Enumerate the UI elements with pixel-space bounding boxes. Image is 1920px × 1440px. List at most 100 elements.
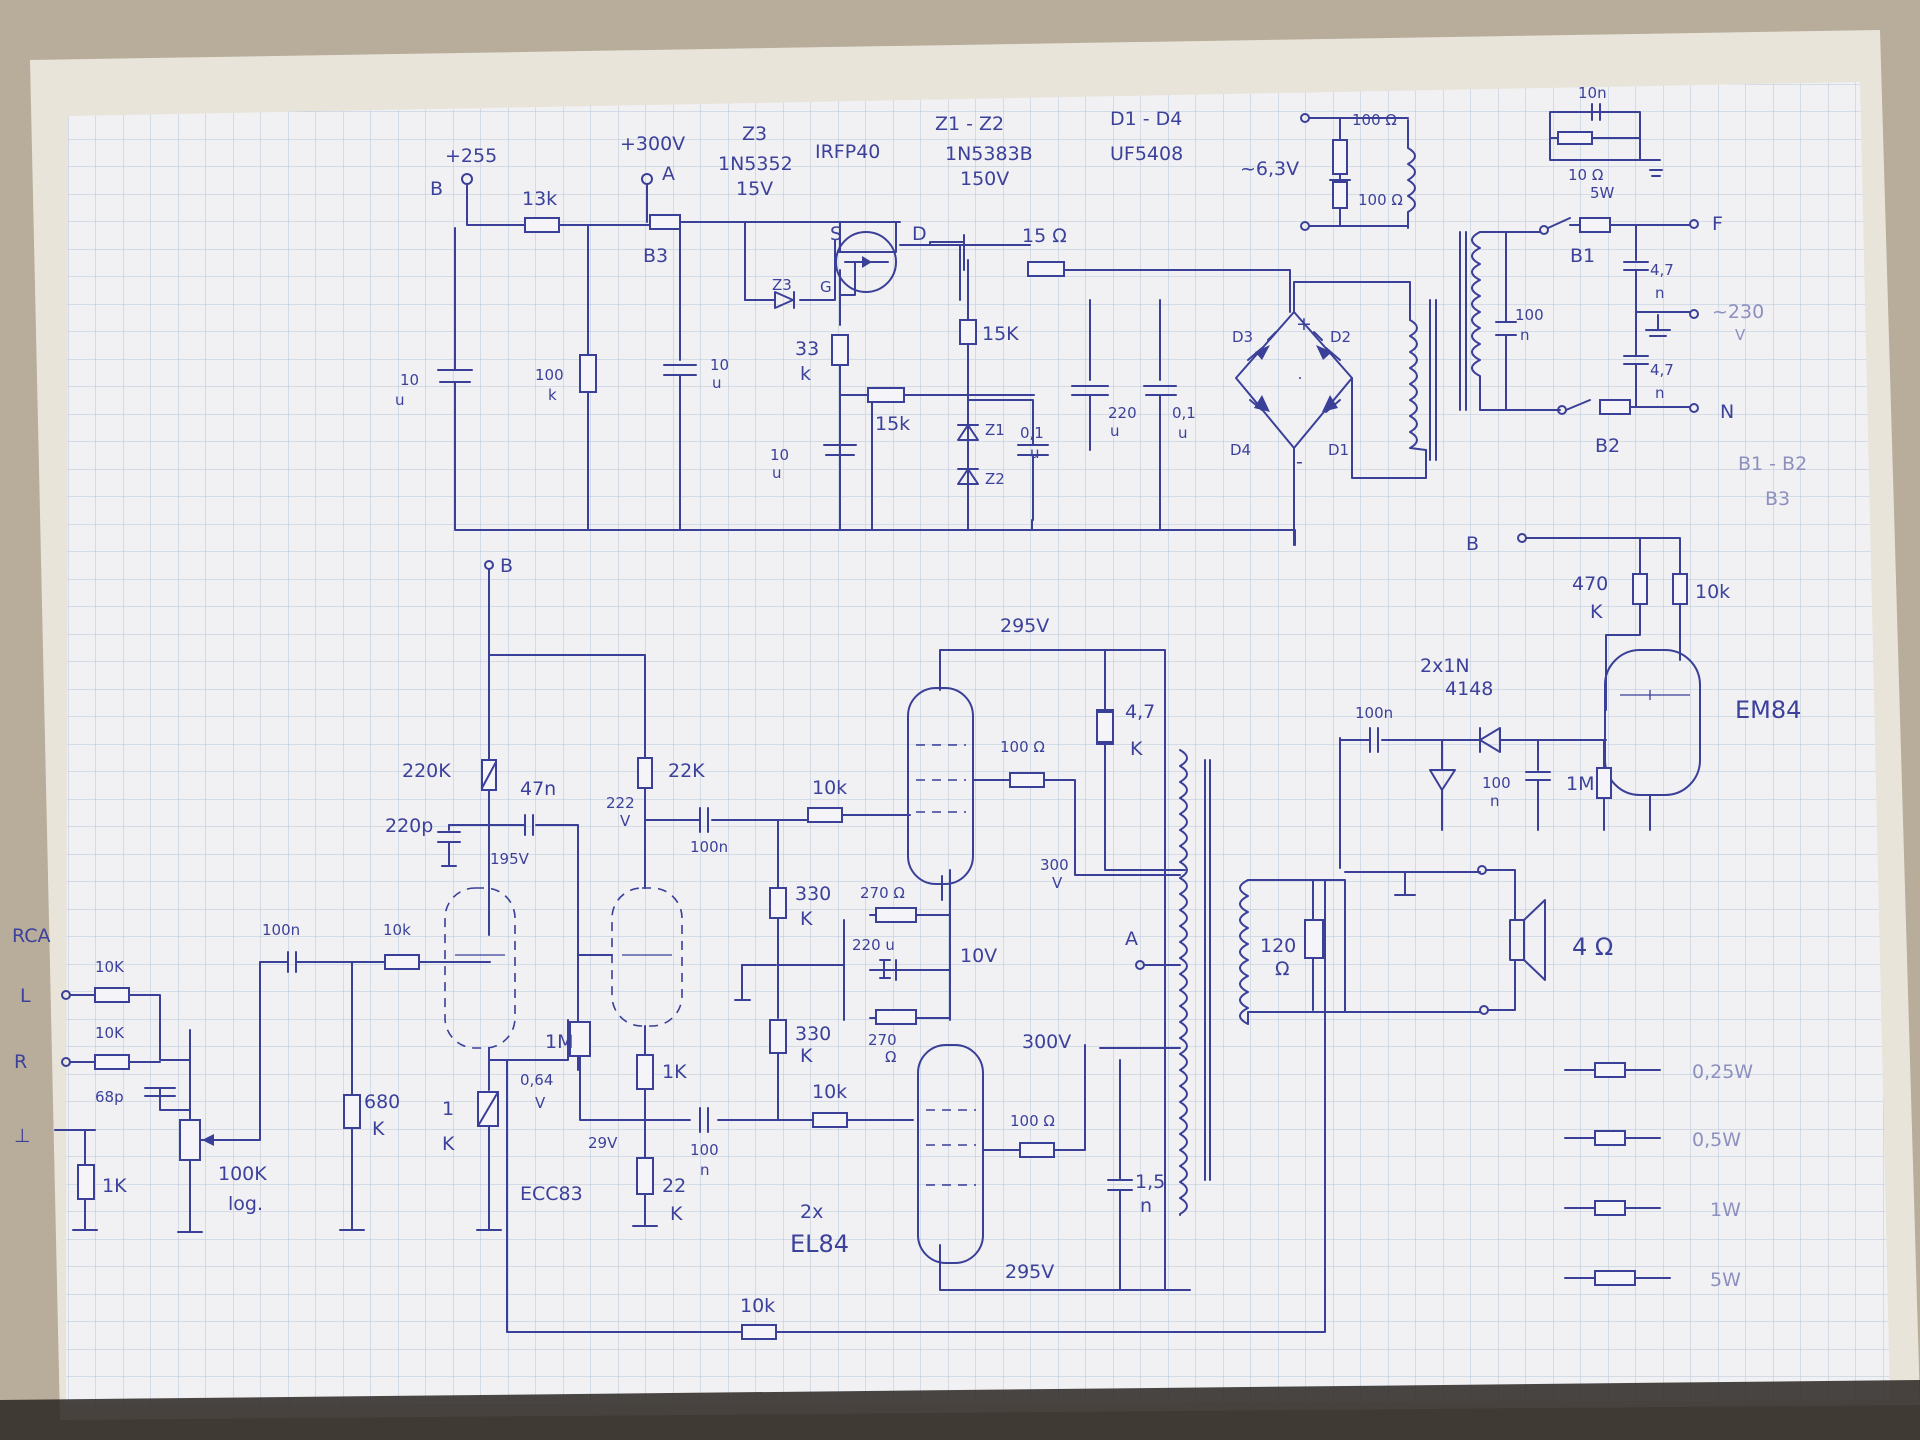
fuse-b3 [649,214,681,230]
resistor-15-ohm [1027,261,1065,277]
power-supply-section [437,113,1437,546]
label-r-15-ohm: 15 Ω [1022,225,1067,247]
label-mains-voltage: ~230 [1712,301,1764,323]
label-v-300-bot: 300V [1022,1031,1071,1053]
label-in-r: R [14,1051,27,1073]
resistor-330k-top [769,887,787,919]
fuse-b1 [1579,217,1611,233]
labels: +255 B +300V A Z3 1N5352 15V IRFP40 Z1 -… [12,84,1807,1317]
label-r-1m: 1M [545,1031,573,1053]
resistor-330k-bottom [769,1019,787,1054]
label-c-10u-c: 10 [770,446,789,464]
label-f: F [1712,213,1723,235]
resistor-270-top [875,907,917,923]
label-r-220k: 220K [402,760,451,782]
label-r-10k-top: 10k [812,777,847,799]
tube-em84 [1604,649,1701,796]
resistor-22k-top [637,757,653,789]
label-z3-symbol: Z3 [772,276,792,294]
label-node-b: B [430,178,443,200]
label-r-120-unit: Ω [1275,958,1290,980]
resistor-heater-2 [1332,181,1348,209]
label-indicator-b: B [1466,533,1479,555]
label-c47-b-unit: n [1655,384,1665,402]
label-gate-g: G [820,278,832,296]
legend-label-5w: 5W [1710,1269,1741,1291]
label-rca: RCA [12,925,51,947]
label-c-100n-in: 100n [262,921,300,939]
label-r-1k-cath1: 1 [442,1098,454,1120]
label-r-100k-unit: k [548,386,557,404]
resistor-33k [831,334,849,366]
label-c-01u-a-unit: u [1030,444,1040,462]
label-gate-s: S [830,223,842,245]
resistor-10k-em84 [1672,573,1688,605]
label-in-l: L [20,985,31,1007]
label-z12-voltage: 150V [960,168,1009,190]
label-diodes: D1 - D4 [1110,108,1182,130]
label-node-a: A [662,163,675,185]
label-heater-r2: 100 Ω [1358,191,1403,209]
label-mains-voltage-unit: V [1735,326,1746,344]
label-tube-em84: EM84 [1735,696,1801,724]
label-r-33k: 33 [795,338,819,360]
label-v-300-top: 300 [1040,856,1069,874]
label-heater-v: ~6,3V [1240,158,1299,180]
label-node-a: A [1125,928,1138,950]
label-mains-cap: 10n [1578,84,1607,102]
label-r-47k-unit: K [1130,738,1143,760]
speaker [1509,919,1525,961]
label-r-100-top: 100 Ω [1000,738,1045,756]
tube-el84-b [917,1044,984,1264]
label-diodes-part: UF5408 [1110,143,1183,165]
resistor-15k-mid [867,387,905,403]
label-z3: Z3 [742,123,767,145]
resistor-22k-bottom [636,1157,654,1195]
label-z1: Z1 [985,421,1005,439]
tube-ecc83-b [611,887,683,1027]
label-tube-el84: EL84 [790,1230,849,1258]
label-r-330k-top-unit: K [800,908,813,930]
label-c-100n-em84: 100n [1355,704,1393,722]
label-speaker: 4 Ω [1572,933,1613,961]
label-d1: D1 [1328,441,1349,459]
label-r-470k-unit: K [1590,601,1603,623]
label-c-100n-b: 100 [1482,774,1511,792]
legend-symbol-1w [1594,1200,1626,1216]
label-c-01u-b-unit: u [1178,424,1188,442]
label-r-270-bot: 270 [868,1031,897,1049]
label-d3: D3 [1232,328,1253,346]
label-r-680k: 680 [364,1091,400,1113]
resistor-10-ohm-5w [1557,131,1593,145]
tube-ecc83-a [444,887,516,1049]
resistor-100-ohm-bottom [1019,1142,1055,1158]
label-b1: B1 [1570,245,1595,267]
label-v-222: 222 [606,794,635,812]
label-c-100n-mid: 100n [690,838,728,856]
label-minus: - [1296,451,1303,473]
resistor-10k-lower [812,1112,848,1128]
label-v-bottom: 295V [1005,1261,1054,1283]
label-r-100-bot: 100 Ω [1010,1112,1055,1130]
label-mains-r-w: 5W [1590,184,1615,202]
mains-section [1459,103,1699,415]
resistor-120-ohm [1304,919,1324,959]
label-plus: + [1296,313,1312,335]
label-r-1k-in: 1K [102,1175,127,1197]
resistor-270-bottom [875,1009,917,1025]
label-r-680k-unit: K [372,1118,385,1140]
label-c-100n-low: 100 [690,1141,719,1159]
resistor-1m-em84 [1596,767,1612,799]
label-pot: 100K [218,1163,267,1185]
label-r-22k-bot: 22 [662,1175,686,1197]
label-d2: D2 [1330,328,1351,346]
legend-symbol-05w [1594,1130,1626,1146]
label-c-10u-a: 10 [400,371,419,389]
resistor-15k-right [959,319,977,345]
legend-label-05w: 0,5W [1692,1129,1741,1151]
label-b2: B2 [1595,435,1620,457]
label-r-10k-em84: 10k [1695,581,1730,603]
tube-el84-a [907,687,974,885]
label-c-15n-unit: n [1140,1195,1152,1217]
resistor-470k [1632,573,1648,605]
